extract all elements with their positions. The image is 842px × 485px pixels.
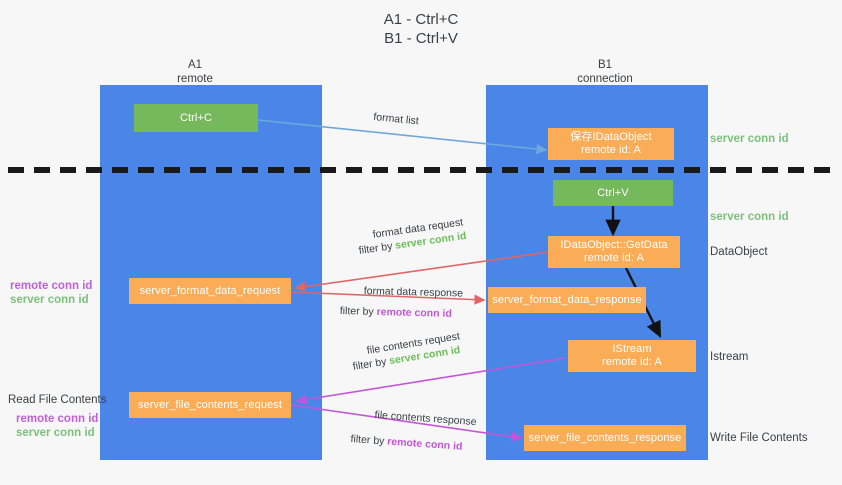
arrow-file-contents-request <box>295 357 567 405</box>
ctrl-v-node[interactable]: Ctrl+V <box>553 180 673 206</box>
arrow-format-list <box>257 119 548 155</box>
arrow-format-data-request <box>294 251 550 292</box>
a1-column-header: A1 remote <box>177 59 213 85</box>
filter-prefix: filter by <box>339 305 377 318</box>
server-file-contents-request-node[interactable]: server_file_contents_request <box>129 392 291 418</box>
page-title: A1 - Ctrl+C B1 - Ctrl+V <box>383 11 459 47</box>
arrow-file-contents-response <box>290 404 523 442</box>
dataobject-label: DataObject <box>710 246 768 258</box>
server-file-contents-response-node[interactable]: server_file_contents_response <box>524 425 686 451</box>
edge-label-format-data-response: format data response <box>363 285 464 300</box>
istream-label: Istream <box>710 351 749 363</box>
filter-prefix: filter by <box>350 433 388 448</box>
remote-conn-id-bottom: remote conn id <box>16 413 99 425</box>
istream-node[interactable]: IStream remote id: A <box>568 340 696 372</box>
server-conn-id-mid: server conn id <box>10 294 89 306</box>
b1-column-header: B1 connection <box>577 59 633 85</box>
server-conn-id-top: server conn id <box>710 133 789 145</box>
filter-value-remote-conn-id: remote conn id <box>376 305 452 320</box>
phase-separator <box>8 167 834 173</box>
server-conn-id-second: server conn id <box>710 211 789 223</box>
arrow-format-data-response <box>289 291 486 305</box>
server-conn-id-bottom: server conn id <box>16 427 95 439</box>
ctrl-c-node[interactable]: Ctrl+C <box>134 104 258 132</box>
idataobject-getdata-node[interactable]: IDataObject::GetData remote id: A <box>548 236 680 268</box>
save-idataobject-node[interactable]: 保存IDataObject remote id: A <box>548 128 674 160</box>
server-format-data-request-node[interactable]: server_format_data_request <box>129 278 291 304</box>
remote-conn-id-mid: remote conn id <box>10 280 93 292</box>
write-file-contents-label: Write File Contents <box>710 432 808 444</box>
server-format-data-response-node[interactable]: server_format_data_response <box>488 287 646 313</box>
read-file-contents-label: Read File Contents <box>8 394 107 406</box>
